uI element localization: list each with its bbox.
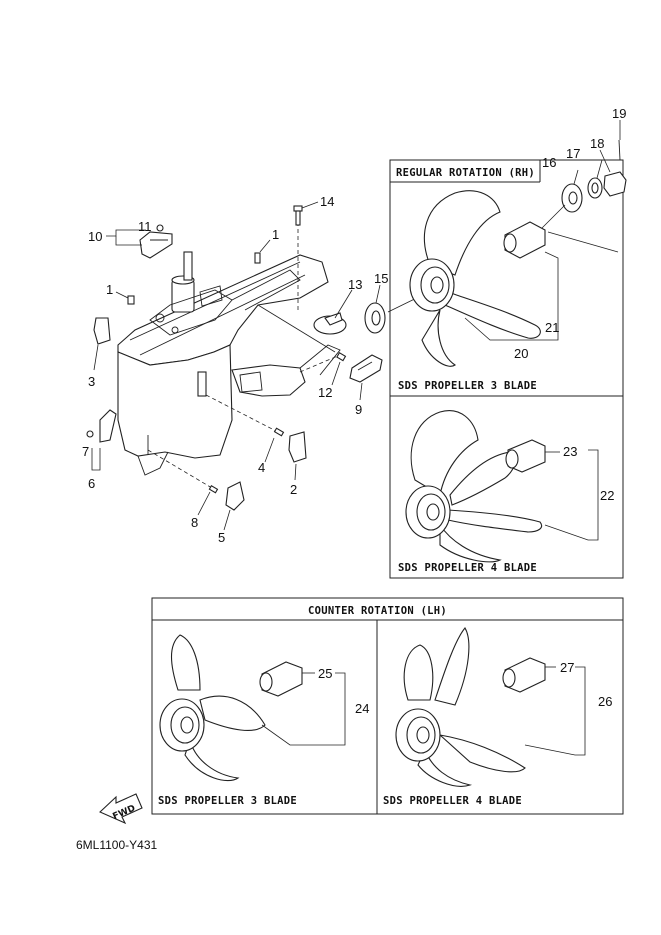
part-21-sds-hub-rh3 [503,221,546,259]
callout-10: 10 [88,229,102,244]
part-1-pin-a [127,295,135,305]
callout-17: 17 [566,146,580,161]
propeller-rh-4-blade [405,410,543,563]
part-12-bolt [336,352,347,362]
callout-5: 5 [218,530,225,545]
part-9-anode [349,354,383,383]
callout-25: 25 [318,666,332,681]
callout-9: 9 [355,402,362,417]
callout-15: 15 [374,271,388,286]
part-15-thrust-washer [364,302,386,334]
counter-rotation-box [151,597,624,815]
callout-21: 21 [545,320,559,335]
callout-11: 11 [138,219,152,234]
part-4-bolt [273,427,285,437]
part-18-nut [603,171,627,197]
caption-lh-3-blade: SDS PROPELLER 3 BLADE [158,795,297,807]
part-2-anode [288,431,307,463]
callout-3: 3 [88,374,95,389]
part-8-bolt [208,485,219,494]
caption-lh-4-blade: SDS PROPELLER 4 BLADE [383,795,522,807]
callout-1-b: 1 [272,227,279,242]
part-23-sds-hub-rh4 [505,439,546,473]
propeller-rh-3-blade [409,190,541,367]
part-1-pin-b [254,252,261,264]
part-7-nut [86,430,94,438]
callout-1-a: 1 [106,282,113,297]
callout-4: 4 [258,460,265,475]
part-10-trim-tab [139,231,173,259]
callout-27: 27 [560,660,574,675]
propeller-lh-4-blade [395,627,526,787]
callout-19: 19 [612,106,626,121]
part-14-bolt [293,205,303,226]
callout-16: 16 [542,155,556,170]
callout-23: 23 [563,444,577,459]
callout-24: 24 [355,701,369,716]
part-17-washer [587,177,603,199]
callout-13: 13 [348,277,362,292]
callout-20: 20 [514,346,528,361]
part-25-sds-hub-lh3 [259,661,303,697]
callout-7: 7 [82,444,89,459]
part-16-spacer [561,183,583,213]
callout-18: 18 [590,136,604,151]
callout-22: 22 [600,488,614,503]
part-13-hub-plate [313,312,347,335]
lower-unit-gearcase [117,251,341,476]
regular-rotation-box [389,159,624,579]
caption-rh-3-blade: SDS PROPELLER 3 BLADE [398,380,537,392]
callout-6: 6 [88,476,95,491]
part-11-bolt [156,224,164,232]
propeller-lh-3-blade [159,634,266,782]
fwd-arrow-icon: FWD [99,793,143,825]
callout-26: 26 [598,694,612,709]
part-6-bracket [99,409,117,443]
caption-rh-4-blade: SDS PROPELLER 4 BLADE [398,562,537,574]
callout-2: 2 [290,482,297,497]
part-3-anode [93,317,111,345]
callout-12: 12 [318,385,332,400]
regular-rotation-title: REGULAR ROTATION (RH) [396,167,535,179]
diagram-code: 6ML1100-Y431 [76,838,158,852]
part-5-anode [225,481,245,511]
counter-rotation-title: COUNTER ROTATION (LH) [308,605,447,617]
part-27-sds-hub-lh4 [502,657,546,693]
callout-14: 14 [320,194,334,209]
part-19-cotter-pin [618,139,621,161]
callout-8: 8 [191,515,198,530]
